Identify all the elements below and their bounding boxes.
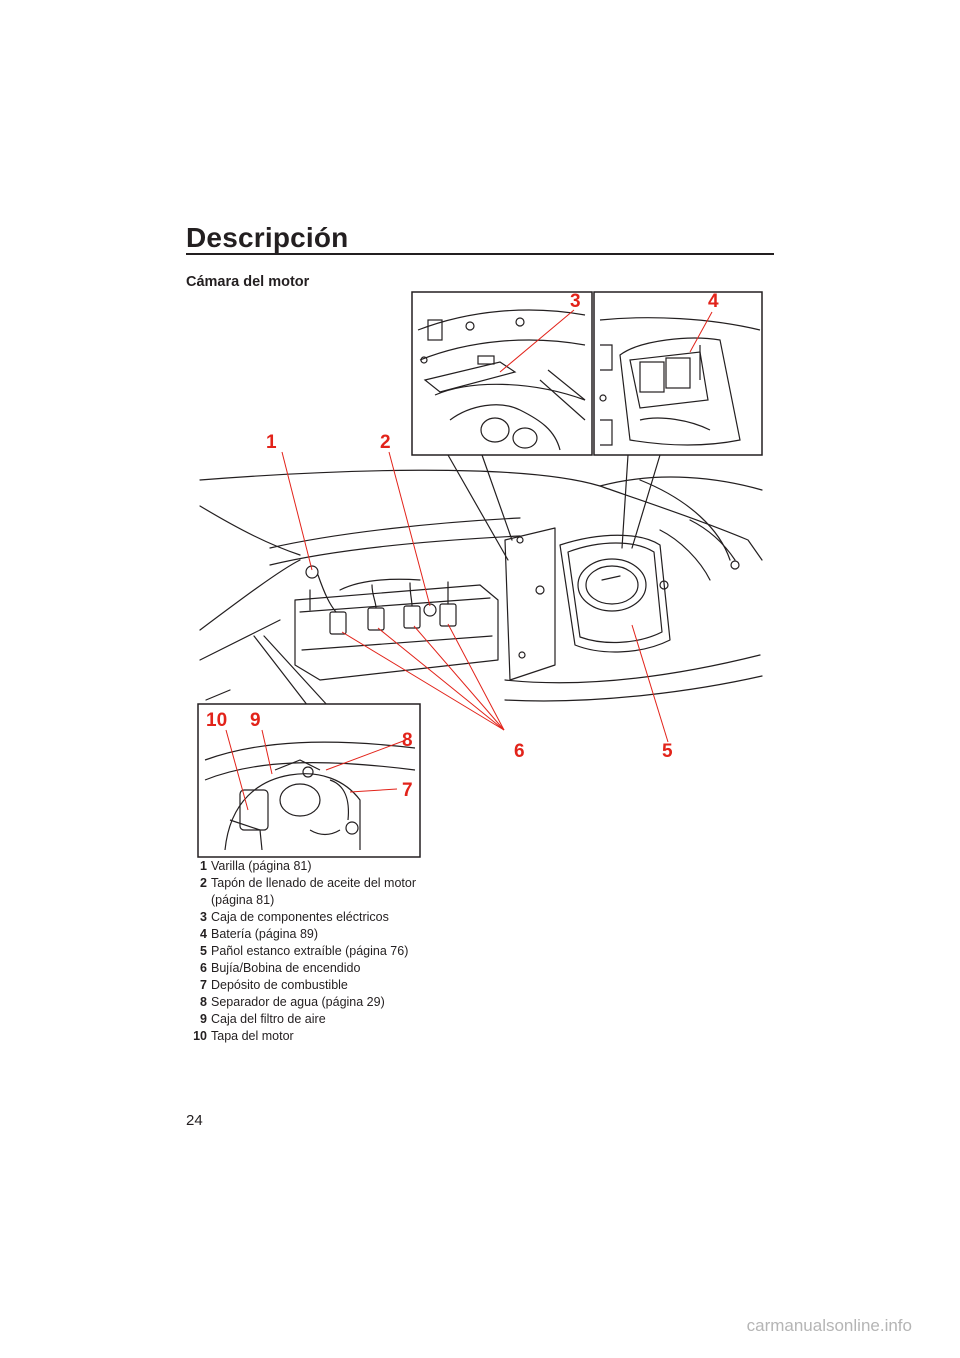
callout-7: 7 bbox=[402, 780, 413, 801]
legend-number: 4 bbox=[200, 927, 207, 941]
legend-label-continuation: (página 81) bbox=[211, 893, 275, 907]
legend-number: 10 bbox=[193, 1029, 207, 1043]
title-rule bbox=[186, 253, 774, 255]
legend-item: 1 Varilla (página 81) bbox=[186, 858, 486, 875]
legend-item: 2 Tapón de llenado de aceite del motor (pá… bbox=[186, 875, 486, 909]
legend-item: 4 Batería (página 89) bbox=[186, 926, 486, 943]
callout-9: 9 bbox=[250, 710, 261, 731]
legend-number: 7 bbox=[200, 978, 207, 992]
legend-number: 2 bbox=[200, 876, 207, 890]
legend-number: 8 bbox=[200, 995, 207, 1009]
page-number: 24 bbox=[186, 1112, 203, 1129]
legend-label: Bujía/Bobina de encendido bbox=[211, 961, 361, 975]
page-title: Descripción bbox=[186, 222, 349, 253]
callout-5: 5 bbox=[662, 741, 673, 762]
legend-number: 3 bbox=[200, 910, 207, 924]
callout-2: 2 bbox=[380, 432, 391, 453]
legend-label: Varilla (página 81) bbox=[211, 859, 312, 873]
legend-item: 6 Bujía/Bobina de encendido bbox=[186, 960, 486, 977]
callout-6: 6 bbox=[514, 741, 525, 762]
legend-label: Batería (página 89) bbox=[211, 927, 319, 941]
legend-number: 5 bbox=[200, 944, 207, 958]
legend-item: 9 Caja del filtro de aire bbox=[186, 1011, 486, 1028]
legend-number: 9 bbox=[200, 1012, 207, 1026]
legend-number: 1 bbox=[200, 859, 207, 873]
legend-item: 10 Tapa del motor bbox=[186, 1028, 486, 1045]
callout-3: 3 bbox=[570, 291, 581, 312]
callout-1: 1 bbox=[266, 432, 277, 453]
legend-label: Tapón de llenado de aceite del motor (pág… bbox=[207, 875, 416, 909]
legend-item: 7 Depósito de combustible bbox=[186, 977, 486, 994]
callout-10: 10 bbox=[206, 710, 227, 731]
legend-label: Pañol estanco extraíble (página 76) bbox=[211, 944, 409, 958]
legend-label: Caja del filtro de aire bbox=[211, 1012, 326, 1026]
watermark[interactable]: carmanualsonline.info bbox=[746, 1316, 912, 1335]
callout-8: 8 bbox=[402, 730, 413, 751]
callout-4: 4 bbox=[708, 291, 719, 312]
legend-number: 6 bbox=[200, 961, 207, 975]
legend-item: 8 Separador de agua (página 29) bbox=[186, 994, 486, 1011]
legend-item: 5 Pañol estanco extraíble (página 76) bbox=[186, 943, 486, 960]
legend-label: Separador de agua (página 29) bbox=[211, 995, 385, 1009]
legend-label: Tapa del motor bbox=[211, 1029, 294, 1043]
section-title: Cámara del motor bbox=[186, 274, 310, 290]
legend-label-line: Tapón de llenado de aceite del motor bbox=[211, 876, 417, 890]
legend-label: Caja de componentes eléctricos bbox=[211, 910, 389, 924]
legend-label: Depósito de combustible bbox=[211, 978, 348, 992]
legend-item: 3 Caja de componentes eléctricos bbox=[186, 909, 486, 926]
